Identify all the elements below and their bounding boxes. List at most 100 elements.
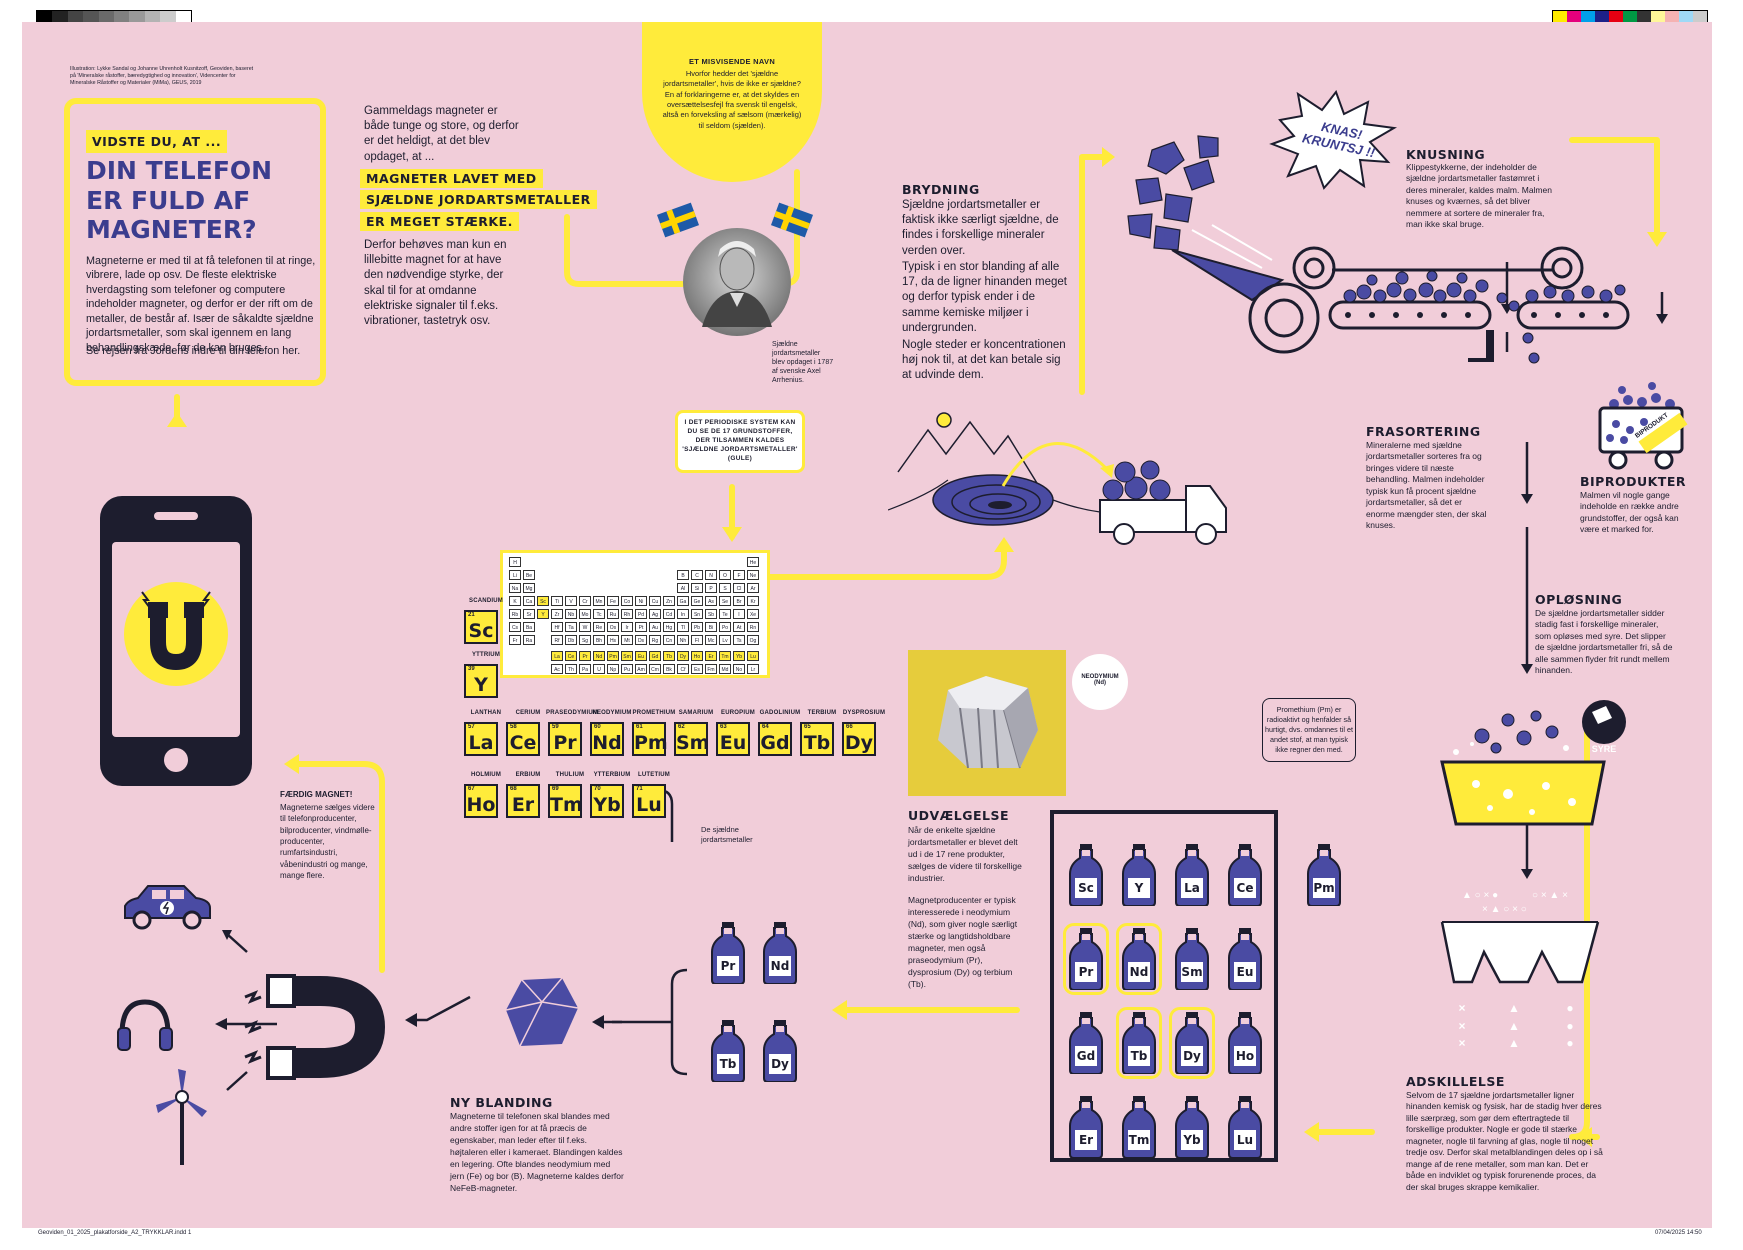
periodic-cell: Hf — [551, 622, 563, 632]
periodic-cell: Ge — [691, 596, 703, 606]
periodic-cell: Rg — [649, 635, 661, 645]
nyblanding-body: Magneterne til telefonen skal blandes me… — [450, 1111, 624, 1194]
knusning-body: Klippestykkerne, der indeholder de sjæld… — [1406, 162, 1552, 230]
element-symbol: Lu — [636, 794, 662, 816]
periodic-cell: Cs — [509, 622, 521, 632]
periodic-cell: As — [705, 596, 717, 606]
bottle-label: Y — [1128, 878, 1150, 898]
bottle-label: Tm — [1128, 1130, 1150, 1150]
periodic-cell: Re — [593, 622, 605, 632]
periodic-cell: Ra — [523, 635, 535, 645]
bottle-label: Pm — [1313, 878, 1335, 898]
element-symbol: Eu — [719, 732, 747, 754]
periodic-cell: Am — [635, 664, 647, 674]
brydning-title: BRYDNING — [902, 182, 980, 197]
element-symbol: Y — [474, 674, 488, 696]
bottle-label: Yb — [1181, 1130, 1203, 1150]
periodic-cell: Rf — [551, 635, 563, 645]
knusning-title: KNUSNING — [1406, 147, 1486, 162]
periodic-cell: Si — [691, 583, 703, 593]
periodic-cell: Pb — [691, 622, 703, 632]
periodic-cell: Th — [565, 664, 577, 674]
element-name-label: YTTERBIUM — [593, 772, 631, 778]
periodic-cell: Se — [719, 596, 731, 606]
svg-text:○ × ▲ ×: ○ × ▲ × — [1532, 890, 1568, 901]
periodic-cell: Ir — [621, 622, 633, 632]
curved-arrow-icon — [662, 772, 702, 832]
periodic-cell: Rb — [509, 609, 521, 619]
periodic-cell: Na — [509, 583, 521, 593]
periodic-cell: W — [579, 622, 591, 632]
faerdig-title: FÆRDIG MAGNET! — [280, 790, 353, 799]
brydning-p1: Sjældne jordartsmetaller er faktisk ikke… — [902, 199, 1059, 257]
udvaelgelse-p1: Når de enkelte sjældne jordartsmetaller … — [908, 825, 1022, 884]
bottle-label: Eu — [1234, 962, 1256, 982]
element-number: 69 — [552, 786, 559, 792]
element-number: 66 — [846, 724, 853, 730]
element-symbol: Nd — [592, 732, 622, 754]
periodic-cell: U — [593, 664, 605, 674]
element-symbol: Ce — [509, 732, 537, 754]
swedish-flag-left — [656, 202, 700, 238]
periodic-cell: At — [733, 622, 745, 632]
mine-illustration — [888, 412, 1227, 545]
periodic-cell: F — [733, 570, 745, 580]
element-bottle-nd: Nd — [1116, 923, 1162, 995]
oplosning-title: OPLØSNING — [1535, 592, 1623, 607]
element-bottle-tb: Tb — [710, 1020, 746, 1083]
periodic-cell: Ca — [523, 596, 535, 606]
portrait-caption: Sjældne jordartsmetaller blev opdaget i … — [772, 341, 834, 385]
element-symbol: Gd — [760, 732, 790, 754]
periodic-cell: Pu — [621, 664, 633, 674]
element-name-label: DYSPROSIUM — [842, 710, 886, 716]
element-name-label: THULIUM — [555, 772, 585, 778]
element-bottle-ho: Ho — [1227, 1012, 1263, 1075]
periodic-cell: Sr — [523, 609, 535, 619]
headphones-icon — [117, 999, 173, 1051]
element-name-label: SCANDIUM — [469, 598, 503, 604]
periodic-cell: Y — [537, 609, 549, 619]
element-name-label: YTTRIUM — [471, 652, 501, 658]
periodic-cell: La — [551, 651, 563, 661]
periodic-cell: Ta — [565, 622, 577, 632]
svg-text:▲ ○ × ●: ▲ ○ × ● — [1462, 890, 1498, 901]
periodic-cell: Ag — [649, 609, 661, 619]
periodic-note: I DET PERIODISKE SYSTEM KAN DU SE DE 17 … — [675, 410, 805, 473]
periodic-cell: O — [719, 570, 731, 580]
element-name-label: LANTHAN — [470, 710, 502, 716]
periodic-cell: Pa — [579, 664, 591, 674]
periodic-cell: S — [719, 583, 731, 593]
biprodukter-title: BIPRODUKTER — [1580, 474, 1686, 489]
periodic-cell: He — [747, 557, 759, 567]
periodic-cell: C — [691, 570, 703, 580]
arrhenius-portrait — [683, 228, 791, 336]
periodic-cell: Xe — [747, 609, 759, 619]
conveyor-illustration — [1248, 246, 1630, 364]
element-number: 65 — [804, 724, 811, 730]
periodic-cell: Pm — [607, 651, 619, 661]
element-bottle-grid — [1050, 810, 1278, 1162]
periodic-cell: Dy — [677, 651, 689, 661]
element-bottle-y: Y — [1121, 844, 1157, 907]
element-name-label: EUROPIUM — [721, 710, 755, 716]
intro-kicker: VIDSTE DU, AT ... — [86, 130, 228, 154]
periodic-cell: Nb — [565, 609, 577, 619]
periodic-cell: Zr — [551, 609, 563, 619]
element-bottle-pr: Pr — [710, 922, 746, 985]
element-symbol: Tm — [550, 794, 583, 816]
periodic-cell: Tc — [593, 609, 605, 619]
poster: Illustration: Lykke Sandal og Johanne Uh… — [22, 22, 1712, 1228]
periodic-cell: Cd — [663, 609, 675, 619]
crusher-illustration — [1127, 135, 1285, 302]
periodic-cell: Pt — [635, 622, 647, 632]
periodic-cell: H — [509, 557, 521, 567]
periodic-cell: Md — [719, 664, 731, 674]
bottle-label: Sm — [1181, 962, 1203, 982]
periodic-cell: Sn — [691, 609, 703, 619]
